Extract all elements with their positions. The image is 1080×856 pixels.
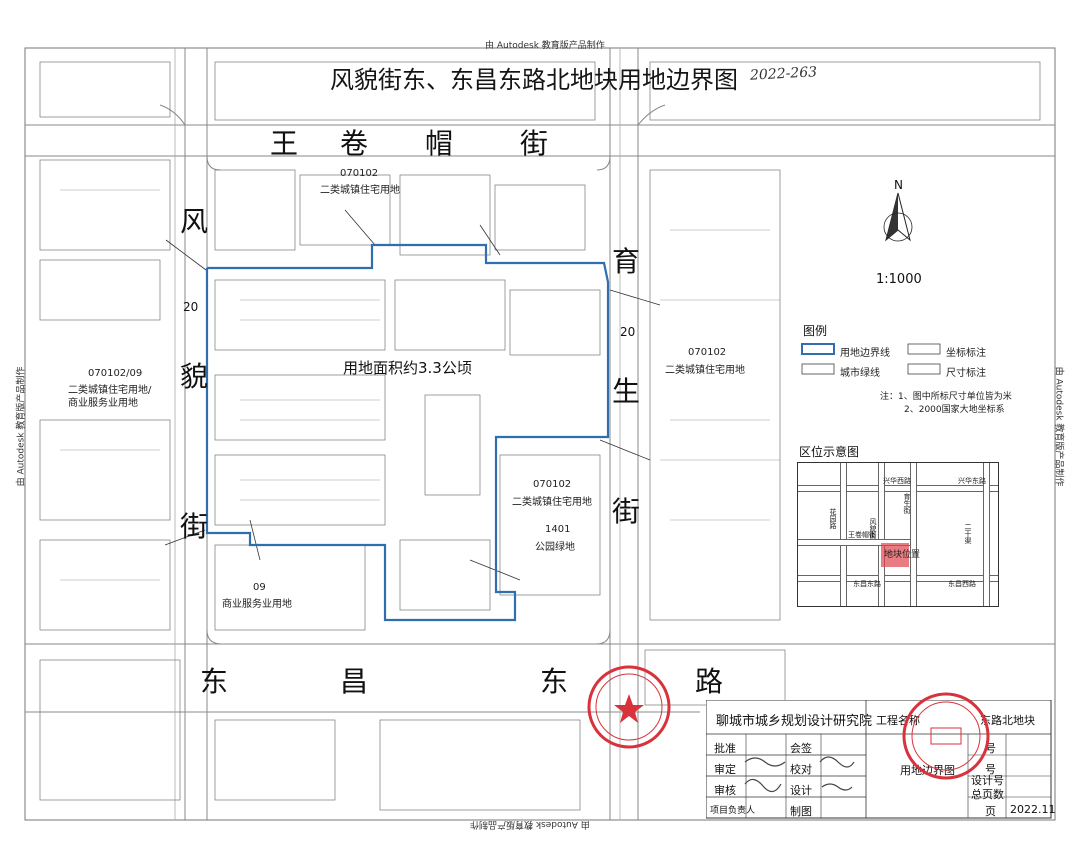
tb-date-value: 2022.11 (1010, 803, 1056, 816)
official-seal-right (902, 692, 990, 780)
north-letter: N (894, 178, 903, 192)
tb-row-4-a: 项目负责人 (710, 806, 756, 816)
inset-label-ergan: 二干渠 (964, 523, 972, 544)
signature-scribbles (744, 756, 855, 793)
road-north-char-1: 王 (270, 127, 299, 160)
tb-right-4: 总页数 (971, 788, 1004, 801)
legend-coordinate-label: 坐标标注 (946, 348, 986, 359)
institute-name: 聊城市城乡规划设计研究院 (716, 714, 873, 729)
parcel-west-code: 070102/09 (88, 368, 143, 379)
inset-label-xinghua-east: 兴华东路 (958, 477, 986, 485)
parcel-park-code: 1401 (545, 524, 571, 535)
tb-row-2-b: 校对 (790, 763, 812, 776)
inset-label-dongchang-west: 东昌西路 (948, 580, 976, 588)
road-south-char-4: 路 (695, 665, 724, 698)
tb-right-2: 号 (985, 763, 996, 776)
road-north-char-2: 卷 (340, 127, 369, 160)
parcel-south-name: 商业服务业用地 (222, 599, 292, 610)
inset-label-fengmao: 风貌街 (869, 518, 877, 539)
inset-label-xinghua-west: 兴华西路 (883, 477, 911, 485)
road-south-char-2: 昌 (340, 665, 369, 698)
parcel-park-name: 公园绿地 (535, 542, 575, 553)
road-east-char-1: 育 (612, 245, 641, 278)
road-north-char-3: 帽 (425, 127, 454, 160)
tb-row-3-a: 审核 (714, 784, 736, 797)
legend-symbols (801, 343, 941, 375)
legend-boundary-label: 用地边界线 (840, 348, 890, 359)
official-seal-left (587, 665, 671, 749)
autodesk-watermark-left: 由 Autodesk 教育版产品制作 (16, 366, 27, 487)
inset-title: 区位示意图 (799, 445, 860, 459)
road-west-char-1: 风 (180, 205, 209, 238)
road-south-char-3: 东 (540, 665, 569, 698)
tb-row-3-b: 设计 (790, 784, 812, 797)
parcel-north-name: 二类城镇住宅用地 (320, 185, 400, 196)
tb-row-1-b: 会签 (790, 742, 812, 755)
parcel-west-name: 二类城镇住宅用地/ (68, 385, 152, 396)
dim-west-road: 20 (183, 300, 199, 314)
road-west-char-3: 街 (180, 510, 209, 543)
autodesk-watermark-top: 由 Autodesk 教育版产品制作 (485, 41, 605, 51)
road-east-char-3: 街 (612, 495, 641, 528)
legend-dimension-label: 尺寸标注 (946, 368, 986, 379)
site-area-label: 用地面积约3.3公顷 (343, 359, 472, 377)
parcel-center-name: 二类城镇住宅用地 (512, 497, 592, 508)
parcel-north-code: 070102 (340, 168, 379, 179)
title-block-grid (706, 700, 1052, 819)
inset-label-site: 地块位置 (884, 550, 921, 560)
parcel-center-code: 070102 (533, 479, 572, 490)
location-inset-map: 兴华西路 兴华东路 花园路 育生街 王卷帽街 风貌街 东昌东路 东昌西路 二干渠… (797, 462, 999, 607)
tb-right-1: 号 (985, 742, 996, 755)
dim-east-road: 20 (620, 325, 636, 339)
inset-label-yusheng: 育生街 (903, 493, 911, 514)
tb-row-2-a: 审定 (714, 763, 736, 776)
parcel-west-name-2: 商业服务业用地 (68, 398, 138, 409)
legend-note-2: 2、2000国家大地坐标系 (904, 405, 1005, 415)
legend-note-1: 注：1、图中所标尺寸单位皆为米 (880, 392, 1012, 402)
legend-greenline-label: 城市绿线 (840, 368, 880, 379)
drawing-name: 用地边界图 (900, 764, 955, 777)
parcel-south-code: 09 (253, 582, 266, 593)
inset-label-wangjuanmao: 王卷帽街 (848, 531, 876, 539)
parcel-east-name: 二类城镇住宅用地 (665, 365, 745, 376)
inset-site-marker (881, 543, 909, 567)
legend-title: 图例 (803, 324, 828, 338)
road-west-char-2: 貌 (180, 360, 209, 393)
north-arrow-icon (883, 192, 913, 242)
autodesk-watermark-right: 由 Autodesk 教育版产品制作 (1053, 366, 1064, 487)
map-scale: 1:1000 (876, 272, 922, 287)
tb-right-5: 页 (985, 805, 996, 818)
inset-label-dongchang-east: 东昌东路 (853, 580, 881, 588)
road-south-char-1: 东 (200, 665, 229, 698)
map-title: 风貌街东、东昌东路北地块用地边界图 (330, 66, 738, 94)
parcel-east-code: 070102 (688, 347, 727, 358)
road-east-char-2: 生 (612, 375, 641, 408)
inset-label-huayuan: 花园路 (829, 508, 837, 529)
tb-row-4-b: 制图 (790, 805, 812, 818)
autodesk-watermark-bottom: 由 Autodesk 教育版产品制作 (470, 819, 590, 829)
tb-right-3: 设计号 (971, 774, 1004, 787)
road-north-char-4: 街 (520, 127, 549, 160)
tb-row-1-a: 批准 (714, 742, 736, 755)
project-name: 东路北地块 (980, 714, 1035, 727)
